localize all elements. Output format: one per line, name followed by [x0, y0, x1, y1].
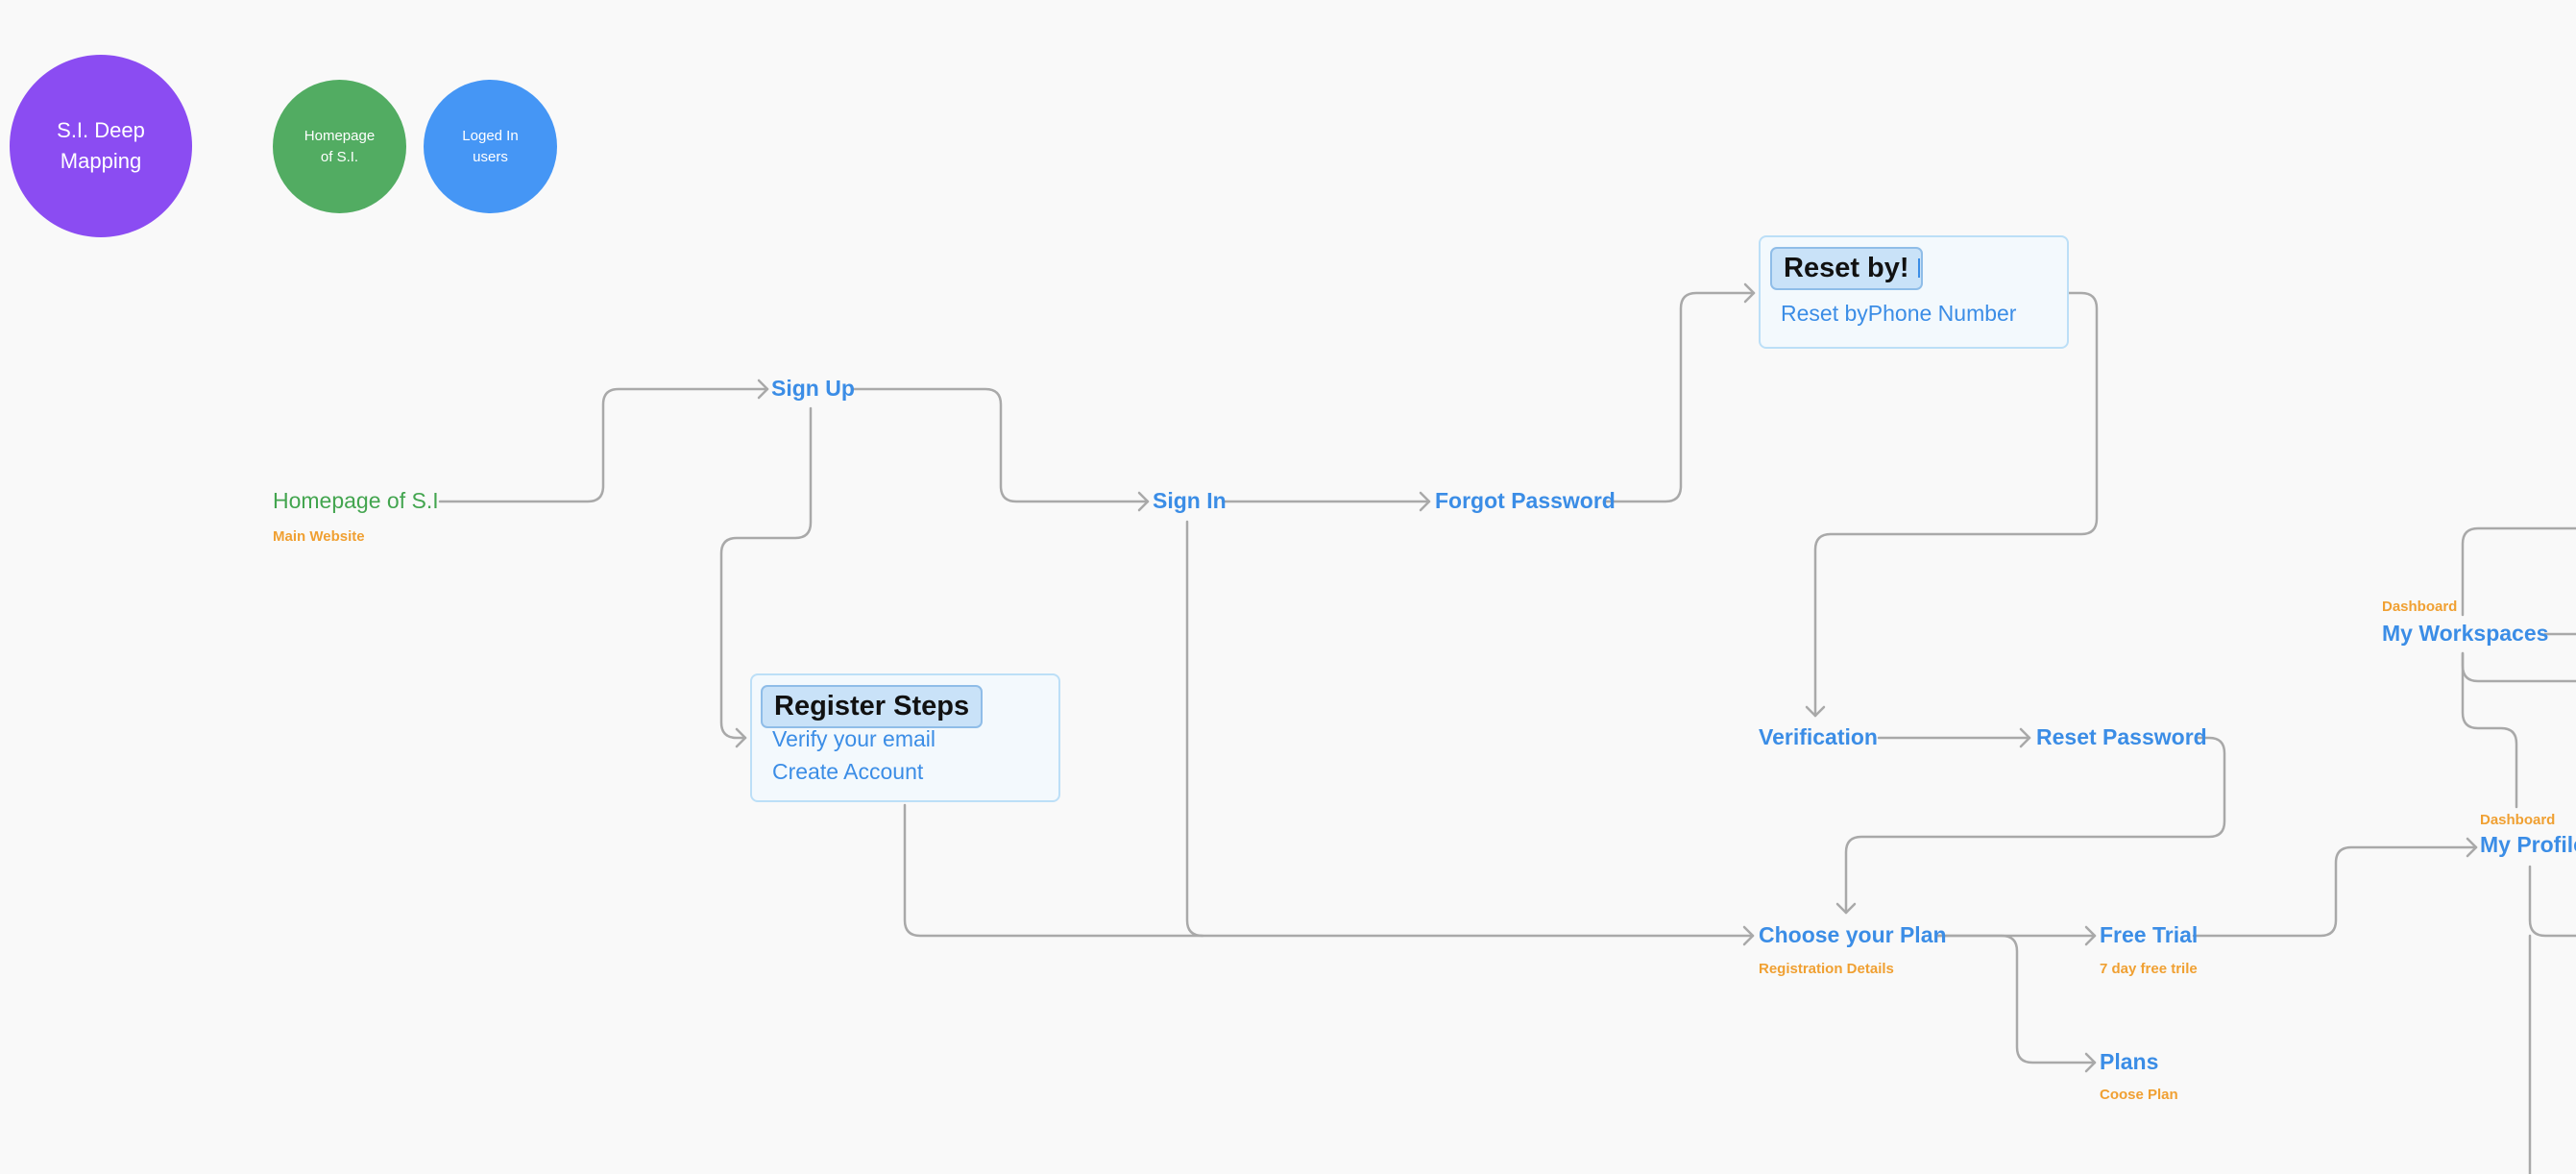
plans-sublabel: Coose Plan: [2100, 1087, 2178, 1103]
legend-main-line-2: Mapping: [60, 149, 142, 173]
connector-workspaces-mid: [2461, 651, 2576, 683]
legend-logged-line-2: users: [473, 148, 508, 165]
connector-homepage-signup: [438, 387, 769, 503]
connector-forgot-reset: [1604, 291, 1756, 503]
register-step-create-account[interactable]: Create Account: [772, 759, 924, 784]
reset-by-phone-number[interactable]: Reset byPhone Number: [1781, 301, 2017, 326]
legend-homepage-circle: Homepage of S.I.: [273, 80, 406, 213]
arrowhead-reset-card: [1743, 282, 1756, 304]
node-sign-in[interactable]: Sign In: [1153, 488, 1227, 513]
arrowhead-resetpw: [2019, 727, 2031, 748]
connector-signup-signin: [850, 387, 1150, 503]
my-profile-clip: My Profile: [2480, 832, 2576, 865]
connector-workspaces-top: [2461, 526, 2576, 617]
connector-signup-register: [719, 406, 813, 740]
arrowhead-signin: [1137, 491, 1150, 512]
node-homepage[interactable]: Homepage of S.I: [273, 488, 439, 513]
legend-main-line-1: S.I. Deep: [57, 118, 145, 143]
arrowhead-signup: [757, 379, 769, 400]
connector-signin-plan: [1185, 520, 1204, 938]
node-sign-up[interactable]: Sign Up: [771, 376, 855, 401]
arrowhead-plans: [2084, 1052, 2097, 1073]
free-trial-sublabel: 7 day free trile: [2100, 961, 2198, 977]
node-choose-plan[interactable]: Choose your Plan: [1759, 922, 1947, 947]
node-verification[interactable]: Verification: [1759, 724, 1878, 749]
connector-freetrial-profile: [2192, 845, 2478, 938]
register-steps-title: Register Steps: [761, 685, 984, 728]
node-my-profile[interactable]: My Profile: [2480, 832, 2576, 857]
arrowhead-profile: [2466, 837, 2478, 858]
text-cursor-icon: [1918, 258, 1920, 278]
arrowhead-freetrial: [2084, 925, 2097, 946]
node-forgot-password[interactable]: Forgot Password: [1435, 488, 1616, 513]
workspaces-sublabel: Dashboard: [2382, 599, 2458, 615]
connector-reset-verification: [1811, 291, 2099, 718]
legend-homepage-line-2: of S.I.: [320, 148, 359, 165]
connector-workspaces-profile: [2461, 651, 2518, 809]
node-reset-password[interactable]: Reset Password: [2036, 724, 2207, 749]
connector-register-plan: [903, 803, 1755, 938]
arrowhead-plan-down: [1835, 902, 1857, 915]
node-my-workspaces[interactable]: My Workspaces: [2382, 621, 2549, 646]
register-step-verify-email[interactable]: Verify your email: [772, 726, 936, 751]
legend-homepage-line-1: Homepage: [304, 127, 376, 144]
connector-resetpw-plan: [1844, 736, 2226, 915]
connector-plan-plans: [1934, 934, 2097, 1064]
arrowhead-forgot: [1419, 491, 1431, 512]
legend-logged-in-circle: Loged In users: [424, 80, 557, 213]
reset-by-title: Reset by!: [1770, 247, 1923, 290]
arrowhead-verification: [1805, 705, 1826, 718]
legend-logged-line-1: Loged In: [462, 127, 519, 144]
homepage-sublabel: Main Website: [273, 528, 365, 545]
profile-sublabel: Dashboard: [2480, 812, 2556, 828]
arrowhead-plan: [1742, 925, 1755, 946]
connector-profile-right: [2528, 865, 2576, 938]
choose-plan-sublabel: Registration Details: [1759, 961, 1894, 977]
node-plans[interactable]: Plans: [2100, 1049, 2159, 1074]
arrowhead-register: [735, 727, 747, 748]
node-free-trial[interactable]: Free Trial: [2100, 922, 2199, 947]
legend-main-circle: S.I. Deep Mapping: [10, 55, 192, 237]
